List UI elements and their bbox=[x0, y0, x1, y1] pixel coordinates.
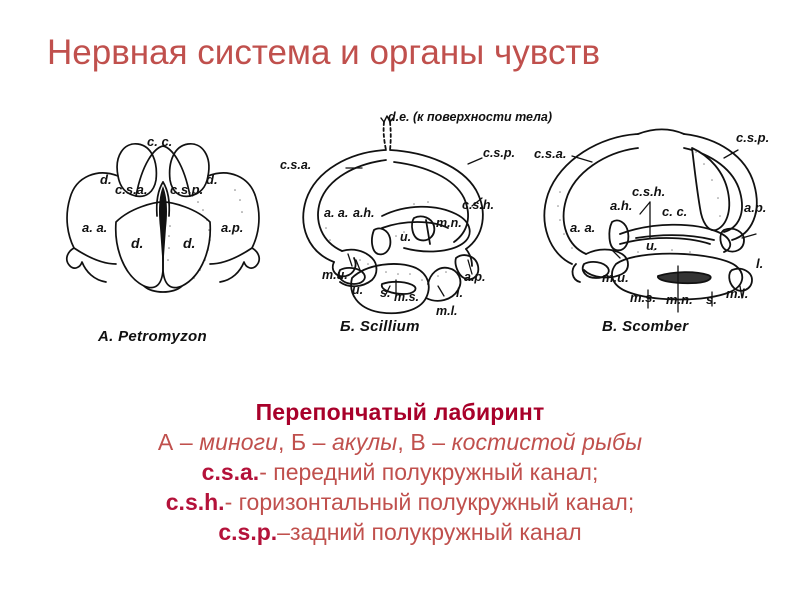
panel-caption-petromyzon: A. Petromyzon bbox=[98, 328, 207, 345]
label-s: s. bbox=[380, 286, 391, 300]
label-csp: c.s.p. bbox=[483, 146, 515, 160]
caption-legend-csp: c.s.p.–задний полукружный канал bbox=[0, 518, 800, 548]
diagram-panel-petromyzon: c. c. d. c.s.a. c.s.p. d. a. a. d. d. a.… bbox=[58, 130, 268, 320]
species-sep-2: , bbox=[397, 428, 411, 455]
label-d-bottom-left: d. bbox=[131, 235, 144, 251]
label-mu: m.u. bbox=[602, 270, 629, 285]
species-c-prefix: В – bbox=[410, 428, 452, 455]
species-c-name: костистой рыбы bbox=[451, 428, 643, 455]
label-csa: c.s.a. bbox=[534, 146, 567, 161]
label-ml: m.l. bbox=[436, 304, 458, 318]
label-aa: a. a. bbox=[324, 206, 349, 220]
legend-dash-csa: - bbox=[259, 458, 267, 485]
label-cc: c. c. bbox=[147, 134, 173, 149]
species-b-prefix: Б – bbox=[290, 428, 333, 455]
label-ml: m.l. bbox=[726, 286, 749, 301]
legend-text-csa: передний полукружный канал; bbox=[266, 458, 599, 485]
caption-species-line: А – миноги, Б – акулы, В – костистой рыб… bbox=[0, 428, 800, 458]
label-ms: m.s. bbox=[630, 290, 657, 305]
label-csa: c.s.a. bbox=[280, 158, 312, 172]
petromyzon-labyrinth-drawing bbox=[65, 143, 261, 293]
label-ap: a.p. bbox=[464, 270, 486, 284]
legend-dash-csh: - bbox=[224, 488, 233, 515]
panel-caption-scomber: В. Scomber bbox=[602, 318, 689, 335]
label-u: u. bbox=[646, 238, 658, 253]
label-d-right: d. bbox=[206, 172, 218, 187]
label-s: s. bbox=[706, 292, 717, 307]
figure-illustration: c. c. d. c.s.a. c.s.p. d. a. a. d. d. a.… bbox=[0, 100, 800, 368]
species-b-name: акулы bbox=[332, 428, 398, 455]
caption-title: Перепончатый лабиринт bbox=[255, 399, 545, 425]
label-ah: a.h. bbox=[610, 198, 633, 213]
label-d-bottom-right: d. bbox=[183, 235, 196, 251]
species-a-prefix: А – bbox=[157, 428, 200, 455]
label-csp: c.s.p. bbox=[736, 130, 770, 145]
label-u-bottom: u. bbox=[352, 283, 364, 297]
scomber-labyrinth-drawing bbox=[543, 128, 758, 313]
legend-text-csh: горизонтальный полукружный канал; bbox=[232, 488, 635, 515]
page-title: Нервная система и органы чувств bbox=[47, 33, 601, 73]
label-u-mid: u. bbox=[400, 230, 412, 244]
scillium-labyrinth-drawing bbox=[302, 115, 484, 315]
label-l: l. bbox=[456, 286, 463, 300]
label-csp: c.s.p. bbox=[170, 182, 204, 197]
label-csh: c.s.h. bbox=[462, 198, 494, 212]
label-d-left: d. bbox=[100, 172, 112, 187]
label-ap: a.p. bbox=[221, 220, 244, 235]
legend-abbr-csa: c.s.a. bbox=[201, 458, 260, 485]
label-aa: a. a. bbox=[82, 220, 108, 235]
legend-abbr-csp: c.s.p. bbox=[218, 518, 278, 545]
label-ah: a.h. bbox=[353, 206, 375, 220]
species-sep-1: , bbox=[277, 428, 291, 455]
label-aa: a. a. bbox=[570, 220, 596, 235]
caption-legend-csa: c.s.a.- передний полукружный канал; bbox=[0, 458, 800, 488]
label-ap: a.p. bbox=[744, 200, 767, 215]
figure-caption-block: Перепончатый лабиринт А – миноги, Б – ак… bbox=[0, 398, 800, 547]
legend-abbr-csh: c.s.h. bbox=[165, 488, 225, 515]
label-mn: m.n. bbox=[436, 216, 462, 230]
caption-legend-csh: c.s.h.- горизонтальный полукружный канал… bbox=[0, 488, 800, 518]
label-ms: m.s. bbox=[394, 290, 420, 304]
label-mu: m.u. bbox=[322, 268, 348, 282]
label-cc: c. c. bbox=[662, 204, 688, 219]
label-csa: c.s.a. bbox=[115, 182, 148, 197]
label-csh: c.s.h. bbox=[632, 184, 666, 199]
diagram-panel-scomber: c.s.a. c.s.p. c.s.h. a.h. c. c. a.p. a. … bbox=[528, 122, 786, 322]
species-a-name: миноги bbox=[199, 428, 278, 455]
label-de: d.e. (к поверхности тела) bbox=[388, 110, 553, 124]
legend-dash-csp: – bbox=[277, 518, 290, 545]
label-l: l. bbox=[756, 256, 764, 271]
legend-text-csp: задний полукружный канал bbox=[289, 518, 582, 545]
label-mn: m.n. bbox=[666, 292, 693, 307]
panel-caption-scillium: Б. Scillium bbox=[340, 318, 420, 335]
diagram-panel-scillium: d.e. (к поверхности тела) c.s.a. c.s.p. … bbox=[280, 108, 552, 323]
